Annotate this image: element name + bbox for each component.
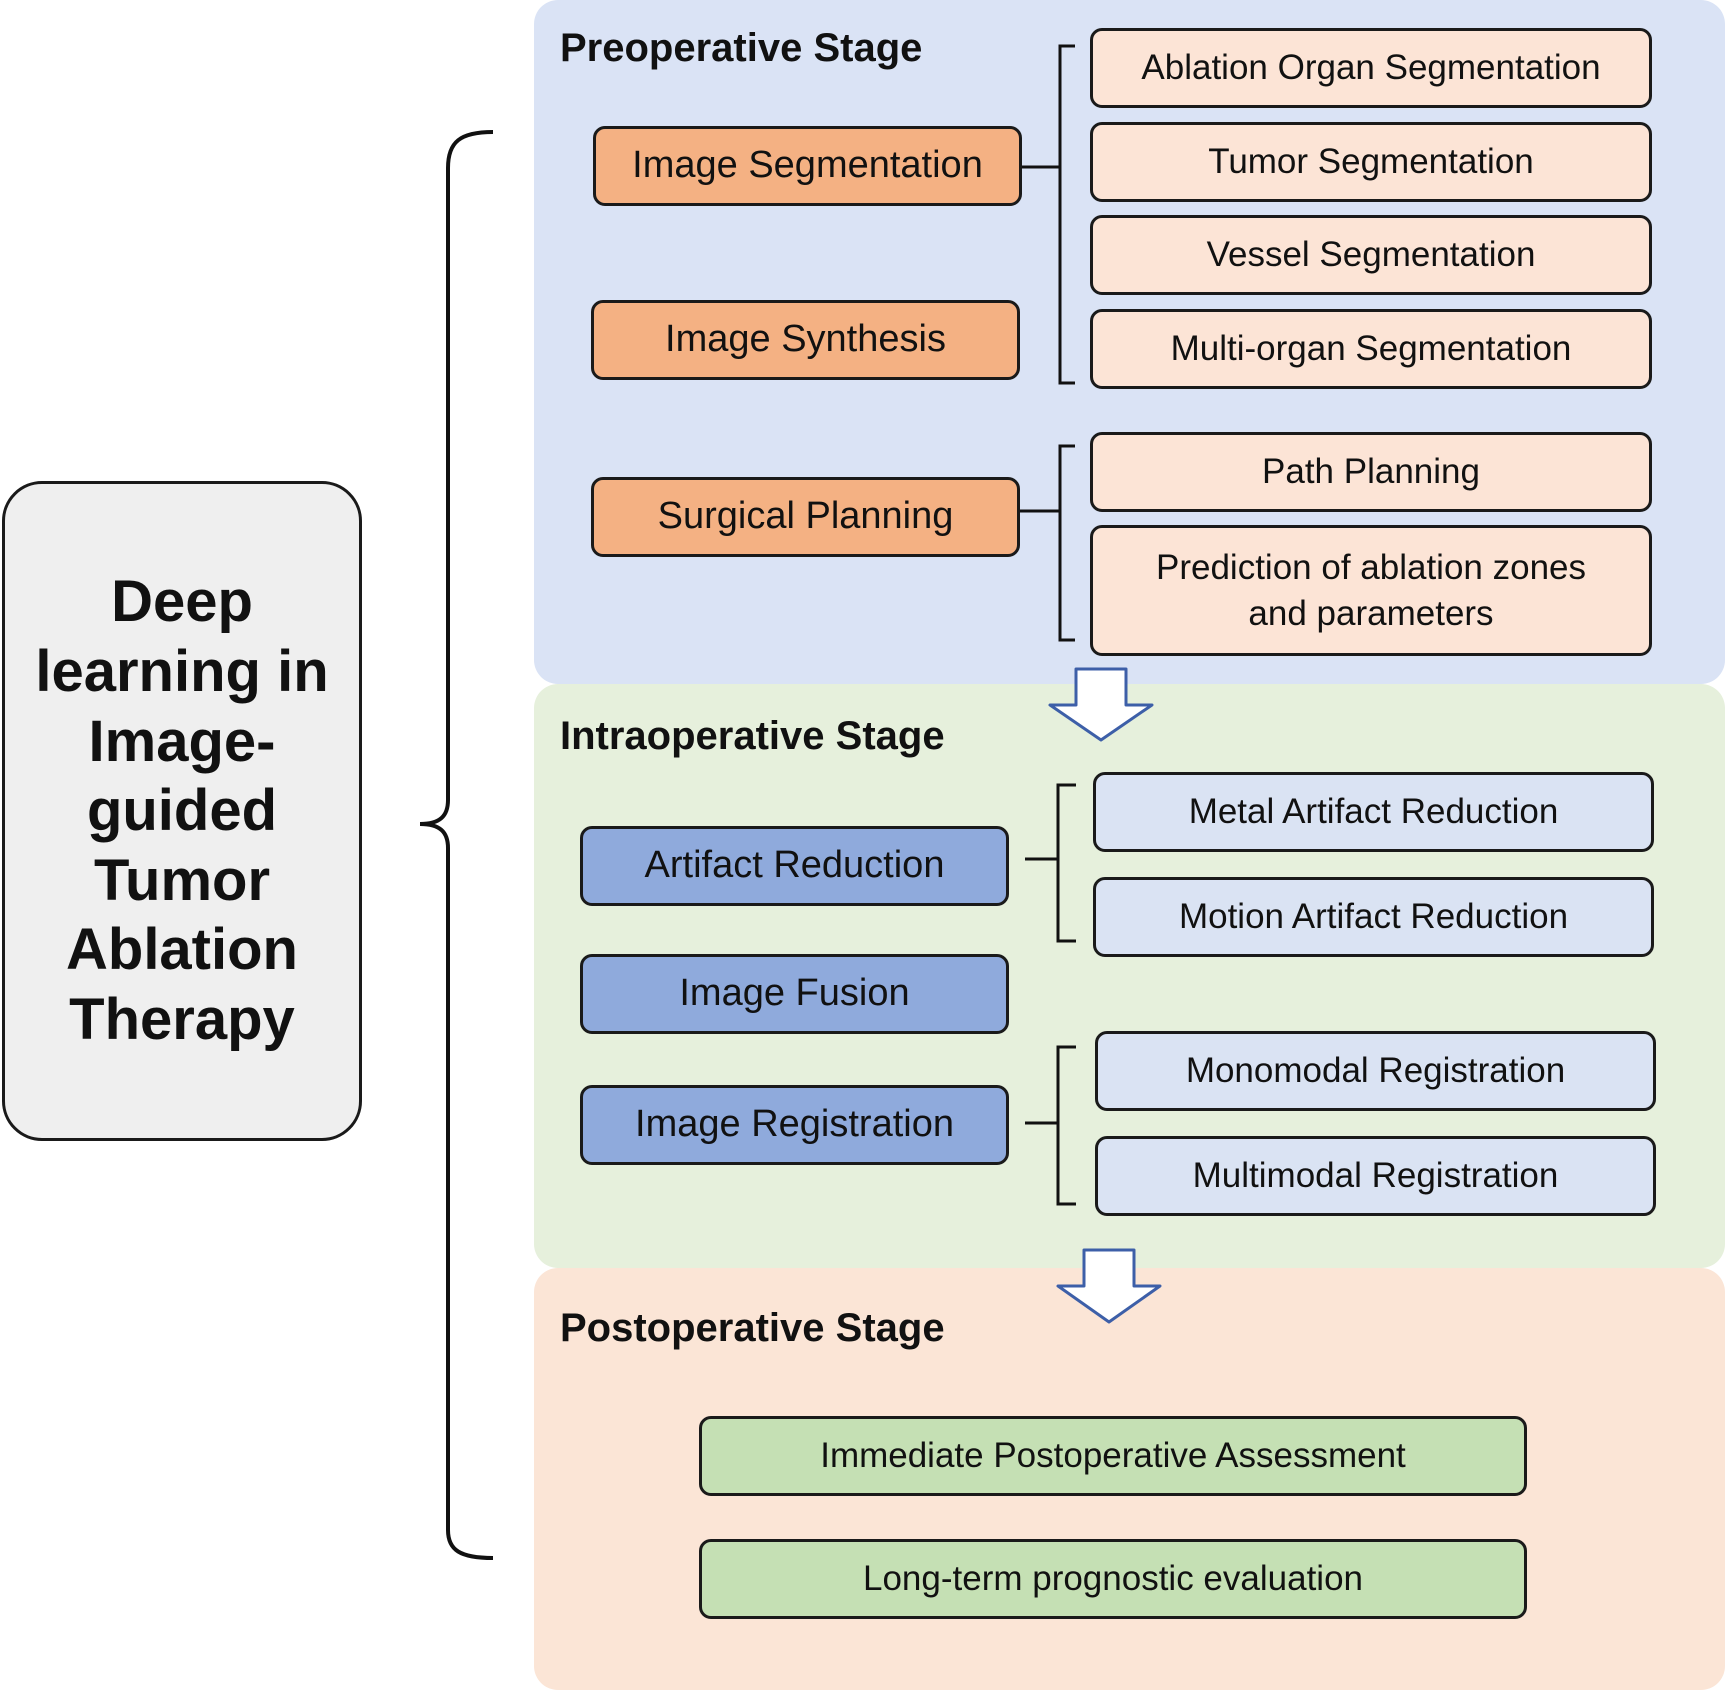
image-registration-connector [1025,1045,1076,1206]
arrow-intra-to-post-icon [1056,1248,1162,1324]
postoperative-stage-title: Postoperative Stage [560,1306,945,1350]
image-synthesis-box: Image Synthesis [591,300,1020,380]
vessel-segmentation-box: Vessel Segmentation [1090,215,1652,295]
tumor-segmentation-box: Tumor Segmentation [1090,122,1652,202]
multimodal-registration-box: Multimodal Registration [1095,1136,1656,1216]
ablation-zone-prediction-box: Prediction of ablation zones and paramet… [1090,525,1652,656]
image-registration-box: Image Registration [580,1085,1009,1165]
long-term-prognostic-evaluation-box: Long-term prognostic evaluation [699,1539,1527,1619]
metal-artifact-reduction-box: Metal Artifact Reduction [1093,772,1654,852]
root-topic-box: Deep learning in Image-guided Tumor Abla… [2,481,362,1141]
multi-organ-segmentation-box: Multi-organ Segmentation [1090,309,1652,389]
artifact-reduction-box: Artifact Reduction [580,826,1009,906]
monomodal-registration-box: Monomodal Registration [1095,1031,1656,1111]
surgical-planning-connector [1020,444,1075,642]
preoperative-stage-title: Preoperative Stage [560,26,923,70]
image-fusion-box: Image Fusion [580,954,1009,1034]
artifact-reduction-connector [1025,783,1076,943]
path-planning-box: Path Planning [1090,432,1652,512]
image-segmentation-box: Image Segmentation [593,126,1022,206]
arrow-pre-to-intra-icon [1048,667,1154,742]
root-brace [419,130,494,1560]
intraoperative-stage-title: Intraoperative Stage [560,714,945,758]
image-segmentation-connector [1022,44,1075,385]
surgical-planning-box: Surgical Planning [591,477,1020,557]
motion-artifact-reduction-box: Motion Artifact Reduction [1093,877,1654,957]
immediate-postoperative-assessment-box: Immediate Postoperative Assessment [699,1416,1527,1496]
ablation-organ-segmentation-box: Ablation Organ Segmentation [1090,28,1652,108]
